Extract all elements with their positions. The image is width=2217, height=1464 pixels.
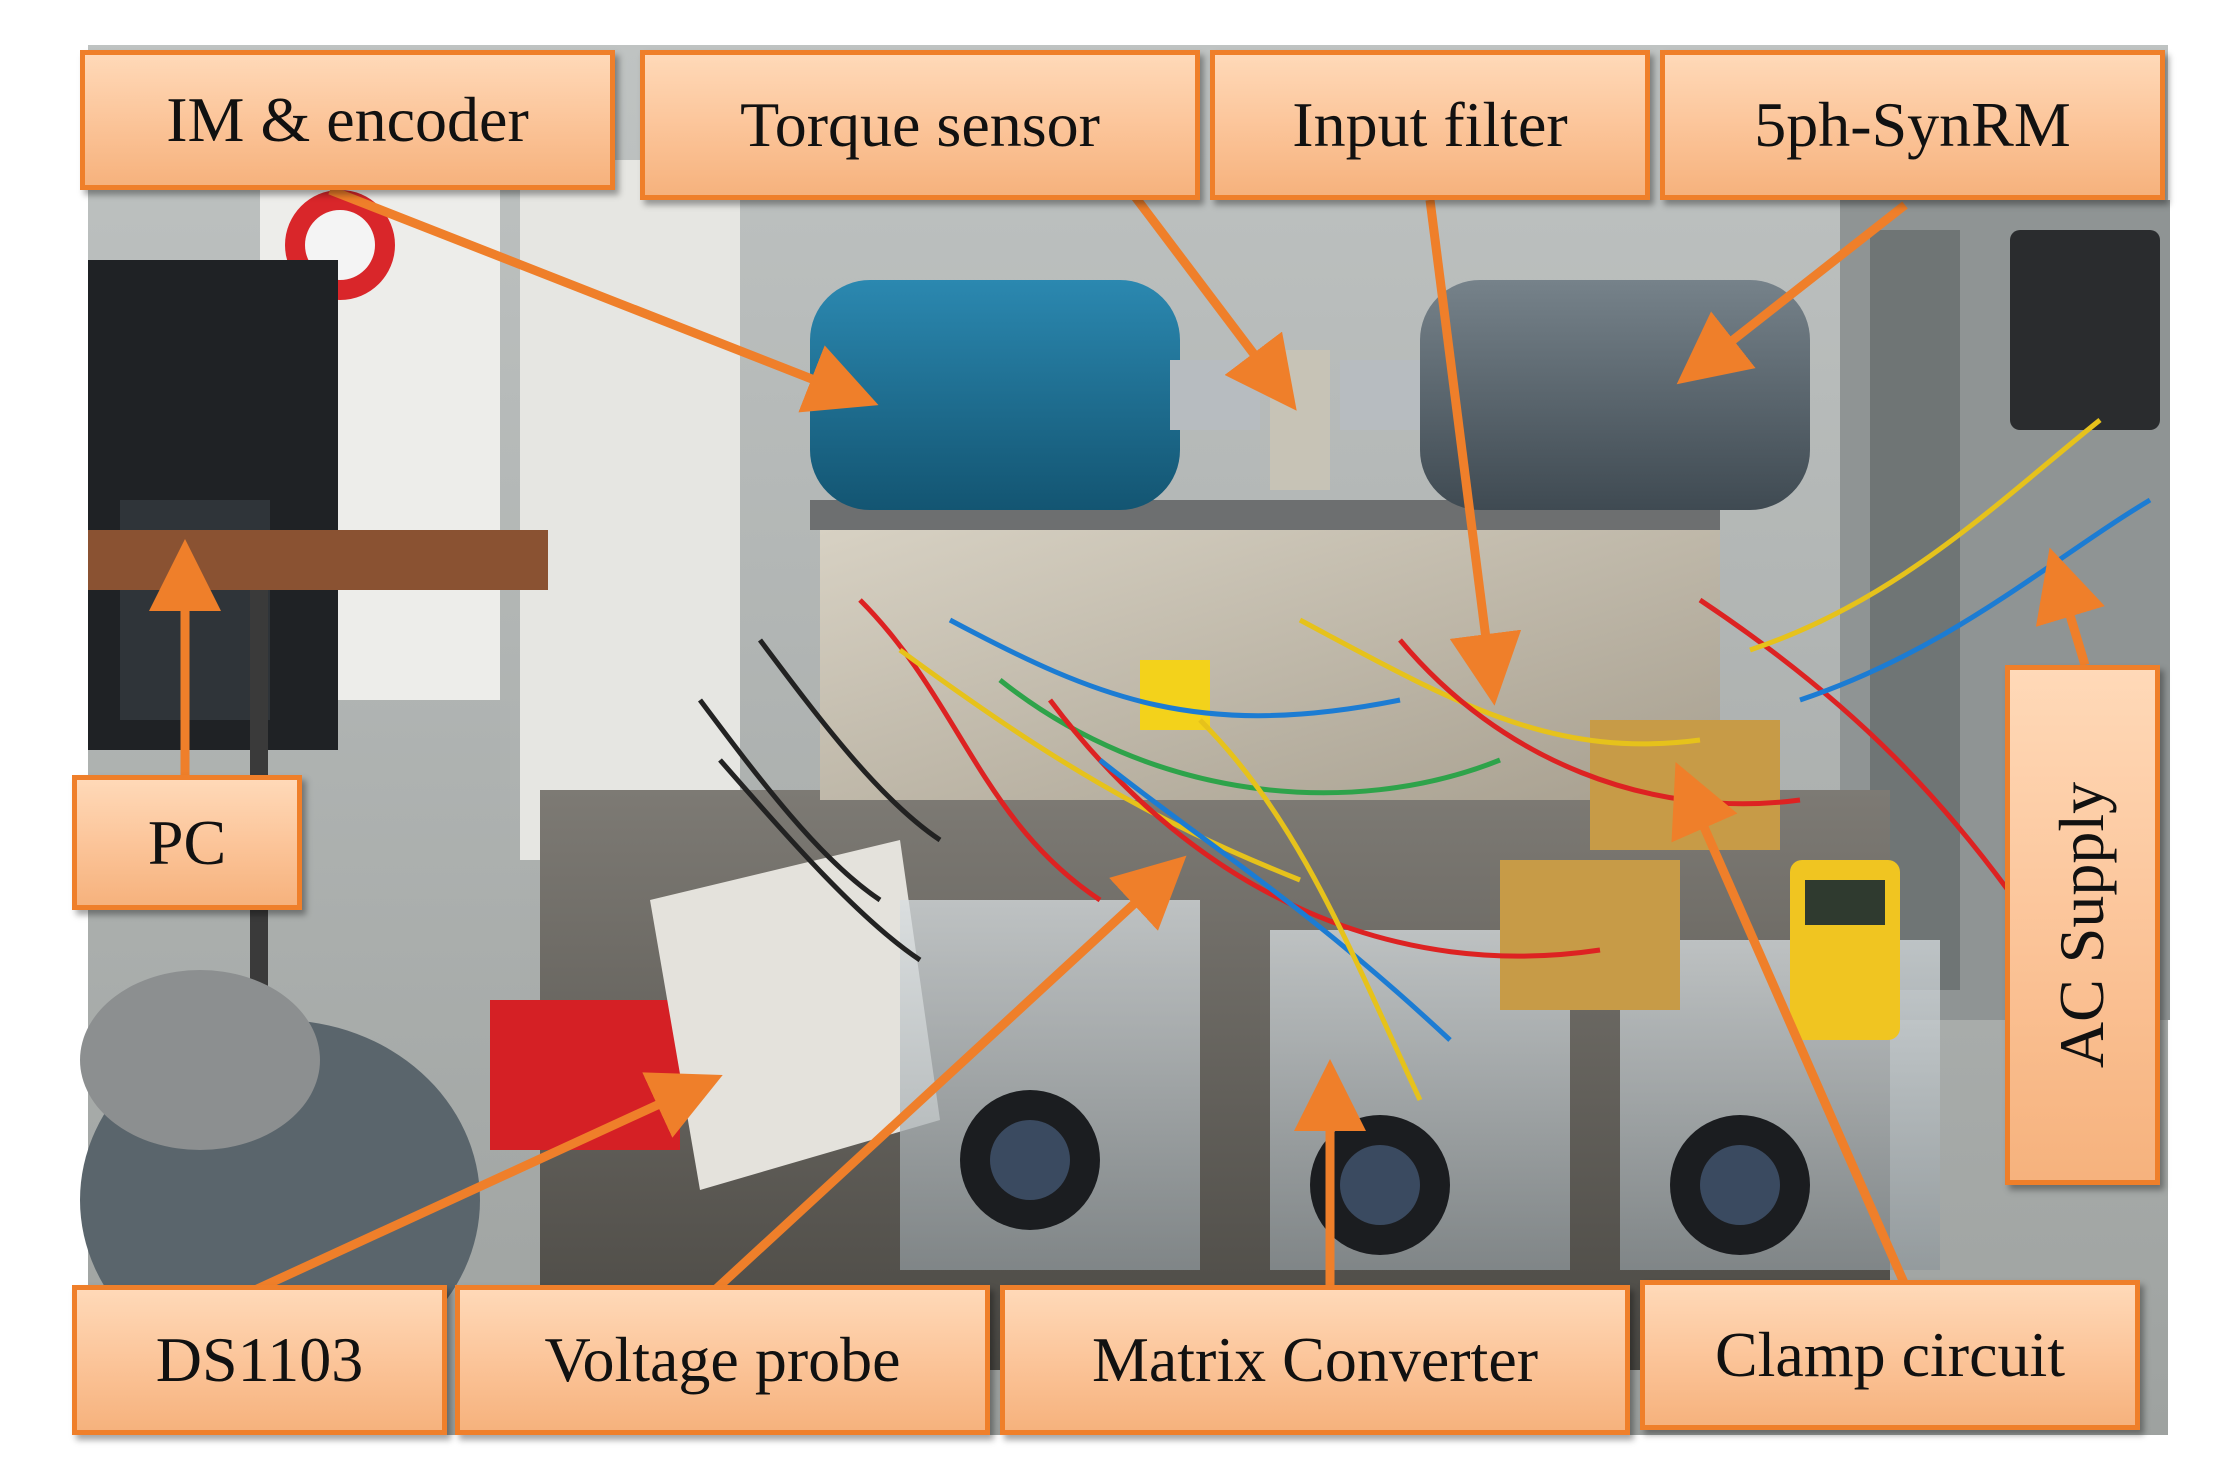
label-voltage-probe: Voltage probe — [455, 1285, 990, 1435]
label-ac-supply-text: AC Supply — [2046, 781, 2118, 1069]
label-torque-sensor-text: Torque sensor — [740, 89, 1100, 160]
label-ds1103-text: DS1103 — [155, 1324, 364, 1395]
label-ds1103: DS1103 — [72, 1285, 447, 1435]
label-input-filter: Input filter — [1210, 50, 1650, 200]
label-voltage-probe-text: Voltage probe — [544, 1324, 901, 1395]
arrow-synrm — [1676, 201, 1908, 385]
label-im-encoder-text: IM & encoder — [166, 84, 529, 155]
label-ac-supply: AC Supply — [2005, 665, 2160, 1185]
label-im-encoder: IM & encoder — [80, 50, 615, 190]
arrow-input-filter — [1425, 199, 1522, 706]
label-pc: PC — [72, 775, 302, 910]
arrow-torque-sensor — [1126, 187, 1297, 411]
label-synrm: 5ph-SynRM — [1660, 50, 2165, 200]
label-pc-text: PC — [147, 806, 227, 878]
arrow-clamp-circuit — [1671, 762, 1910, 1287]
label-torque-sensor: Torque sensor — [640, 50, 1200, 200]
arrow-ds1103 — [253, 1072, 723, 1295]
arrow-im-encoder — [328, 185, 879, 413]
label-synrm-text: 5ph-SynRM — [1754, 89, 2071, 160]
arrow-voltage-probe — [711, 855, 1187, 1294]
label-matrix-converter: Matrix Converter — [1000, 1285, 1630, 1435]
arrow-ac-supply — [2035, 547, 2105, 667]
label-input-filter-text: Input filter — [1292, 89, 1568, 160]
label-matrix-converter-text: Matrix Converter — [1091, 1324, 1539, 1395]
label-clamp-circuit: Clamp circuit — [1640, 1280, 2140, 1430]
callout-arrows — [149, 185, 2105, 1295]
label-clamp-circuit-text: Clamp circuit — [1714, 1319, 2066, 1390]
